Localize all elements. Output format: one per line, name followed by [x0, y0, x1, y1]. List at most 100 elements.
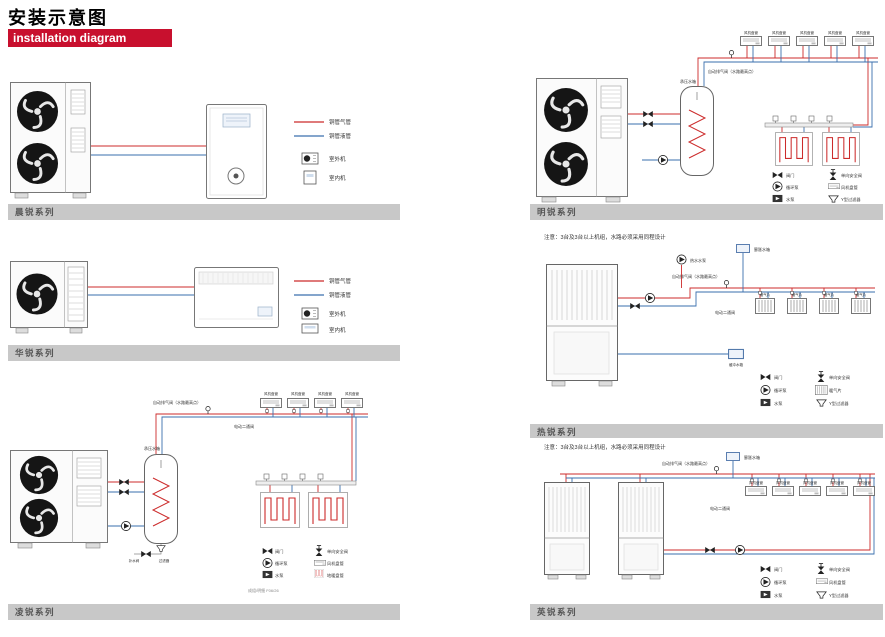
legend-label: 阀门 — [275, 548, 283, 555]
fan-coil-row: 风机盘管 风机盘管 风机盘管 风机盘管 风机盘管 — [740, 30, 874, 46]
valve-icon — [630, 302, 640, 310]
filter-label: 过滤器 — [159, 558, 170, 563]
y-filter-icon — [816, 591, 827, 599]
note-text: 注意：3台及3台以上机组，水路必须采用同程设计 — [544, 443, 666, 451]
page-title: 安装示意图 — [8, 8, 108, 28]
series-name: 华锐系列 — [15, 348, 56, 358]
page-subtitle-banner: installation diagram — [8, 29, 172, 47]
panel-rerui: 注意：3台及3台以上机组，水路必须采用同程设计 膨胀水箱 热水水泵 自动排气阀（… — [530, 228, 883, 440]
fan-coil-label: 风机盘管 — [772, 30, 786, 35]
outdoor-unit — [536, 78, 628, 203]
hot-water-pipes — [628, 46, 878, 132]
legend: 阀门 单向安全阀 循环泵 风机盘管 水泵 Y型过滤器 — [760, 563, 850, 599]
legend-label: 单向安全阀 — [829, 374, 850, 381]
expansion-tank-label: 膨胀水箱 — [754, 246, 770, 252]
radiator-unit — [787, 298, 807, 314]
valve-icon — [119, 488, 129, 496]
legend: 阀门 单向安全阀 循环泵 风机盘管 水泵 地暖盘管 — [262, 545, 348, 579]
legend: 阀门 单向安全阀 循环泵 暖气片 水泵 Y型过滤器 — [760, 371, 850, 407]
expansion-tank-icon — [736, 244, 750, 253]
fan-coil-label: 风机盘管 — [749, 480, 763, 485]
legend-label: 暖气片 — [829, 387, 842, 394]
fan-icon — [15, 272, 59, 316]
floor-heating-coil — [775, 132, 813, 166]
legend-label: 阀门 — [774, 374, 782, 381]
makeup-valve-label: 补水阀 — [129, 558, 140, 563]
series-bar-mingrui: 明锐系列 — [530, 204, 883, 220]
fan-coil-unit — [853, 486, 875, 496]
mingrui-diagram: 风机盘管 风机盘管 风机盘管 风机盘管 风机盘管 自动排气阀（水路最高点） 承压… — [536, 30, 878, 203]
fan-coil-label: 风机盘管 — [803, 480, 817, 485]
panel-chenrui: 铜管气管 铜管液管 室外机 室内机 晨锐系列 — [8, 58, 400, 220]
fan-coil-unit — [341, 398, 363, 408]
outdoor-unit — [10, 261, 88, 334]
valve-icon — [119, 478, 129, 486]
air-vent-icon — [728, 50, 735, 58]
radiator-label: 暖气片 — [760, 292, 771, 297]
fan-coil-label: 风机盘管 — [776, 480, 790, 485]
floor-heating-coil — [822, 132, 860, 166]
water-pump-icon — [760, 398, 771, 407]
legend-label: 水泵 — [275, 572, 283, 578]
series-bar-chenrui: 晨锐系列 — [8, 204, 400, 220]
valve-icon — [643, 110, 653, 118]
fan-coil-label: 风机盘管 — [800, 30, 814, 35]
radiator-label: 暖气片 — [856, 292, 867, 297]
huarui-diagram: 铜管气管 铜管液管 室外机 室内机 — [10, 261, 352, 334]
hot-water-pump-label: 热水水泵 — [690, 257, 706, 263]
series-bar-lingrui: 凌锐系列 — [8, 604, 400, 620]
return-water-pipes — [617, 253, 875, 355]
air-vent-icon — [205, 406, 211, 414]
series-bar-rerui: 热锐系列 — [530, 424, 883, 440]
fan-coil-unit — [287, 398, 309, 408]
water-tank — [680, 86, 714, 176]
fan-coil-row: 风机盘管 风机盘管 风机盘管 风机盘管 — [260, 391, 363, 413]
legend: 阀门 单向安全阀 循环泵 风机盘管 水泵 Y型过滤器 — [772, 169, 862, 203]
legend-label: 室内机 — [329, 326, 346, 334]
series-bar-yingrui: 英锐系列 — [530, 604, 883, 620]
circulation-pump-icon — [760, 384, 771, 396]
hot-water-pump-icon — [676, 254, 687, 265]
fan-coil-unit — [852, 36, 874, 46]
expansion-tank-label: 膨胀水箱 — [744, 454, 760, 460]
makeup-valve-icon — [141, 550, 151, 558]
air-vent-label: 自动排气阀（水路最高点） — [153, 399, 201, 405]
fan-coil-label: 风机盘管 — [857, 480, 871, 485]
legend-label: 单向安全阀 — [829, 566, 850, 573]
floor-heating-coil — [308, 492, 348, 528]
legend-label: 室内机 — [329, 174, 346, 182]
legend-label: 风机盘管 — [327, 560, 344, 567]
radiator-unit — [755, 298, 775, 314]
valve-icon — [772, 171, 783, 179]
air-vent-label: 自动排气阀（水路最高点） — [708, 68, 756, 74]
fan-coil-label: 风机盘管 — [345, 391, 359, 396]
legend-label: 循环泵 — [786, 184, 799, 191]
filter-icon — [156, 545, 166, 552]
legend-label: 铜管液管 — [329, 132, 352, 140]
radiator-label: 暖气片 — [792, 292, 803, 297]
fan-coil-label: 风机盘管 — [744, 30, 758, 35]
two-way-valve-label: 电动二通阀 — [234, 423, 254, 429]
panel-mingrui: 风机盘管 风机盘管 风机盘管 风机盘管 风机盘管 自动排气阀（水路最高点） 承压… — [530, 28, 883, 220]
fan-coil-label: 风机盘管 — [856, 30, 870, 35]
fan-icon — [16, 142, 59, 185]
return-water-pipes — [108, 408, 368, 527]
indoor-unit — [206, 104, 267, 199]
legend-label: 水泵 — [774, 592, 782, 598]
pump-icon — [657, 154, 669, 166]
buffer-tank-icon — [728, 348, 744, 360]
pump-icon — [734, 544, 746, 556]
expansion-tank-icon — [726, 452, 740, 461]
panel-yingrui: 注意：3台及3台以上机组，水路必须采用同程设计 膨胀水箱 自动排气阀（水路最高点… — [530, 438, 883, 620]
radiator-label: 暖气片 — [824, 292, 835, 297]
outdoor-unit-icon — [301, 307, 319, 320]
legend: 铜管气管 铜管液管 室外机 室内机 — [294, 277, 352, 334]
control-display — [257, 306, 273, 317]
tank-label: 承压水箱 — [144, 445, 160, 451]
outdoor-unit — [10, 82, 91, 199]
fan-coil-unit — [768, 36, 790, 46]
legend-label: 风机盘管 — [829, 579, 846, 586]
y-filter-icon — [816, 399, 827, 407]
water-pump-icon — [262, 570, 273, 579]
valve-icon — [760, 565, 771, 573]
